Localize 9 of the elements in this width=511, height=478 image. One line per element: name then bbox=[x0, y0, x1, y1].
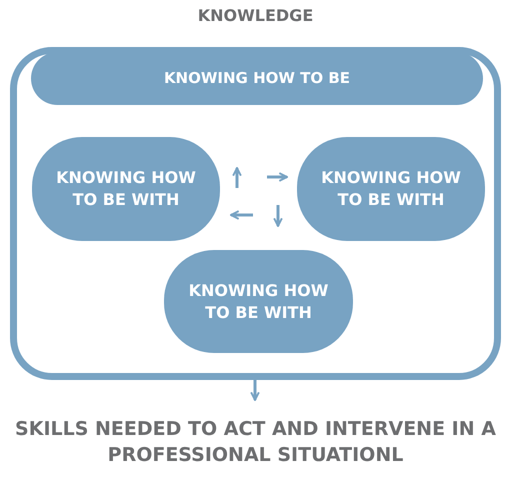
box-label: KNOWING HOW TO BE bbox=[164, 68, 350, 89]
box bbox=[10, 47, 501, 380]
box-label: KNOWING HOW TO BE WITH bbox=[55, 167, 197, 211]
box-label: KNOWING HOW TO BE WITH bbox=[188, 280, 330, 324]
conclusion-text: SKILLS NEEDED TO ACT AND INTERVENE IN A PROFESSIONAL SITUATIONL bbox=[14, 417, 497, 468]
box-label: KNOWING HOW TO BE WITH bbox=[320, 167, 462, 211]
heading-band bbox=[31, 52, 483, 105]
diagram-title: KNOWLEDGE bbox=[196, 6, 314, 25]
arrow bbox=[250, 380, 260, 401]
